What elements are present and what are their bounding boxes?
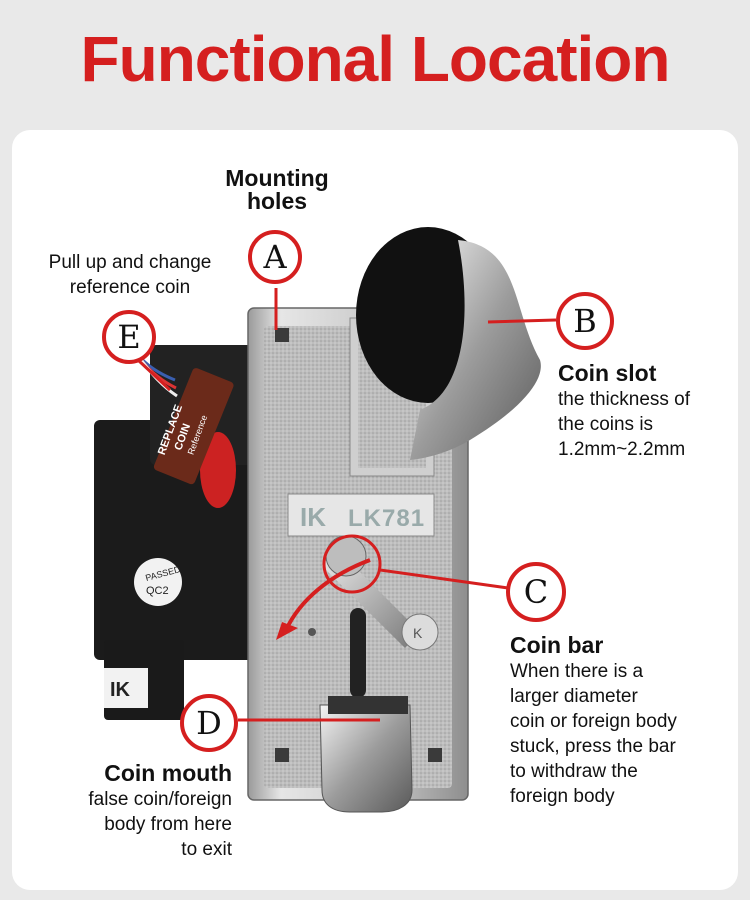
- model-number: LK781: [348, 505, 425, 532]
- mounting-holes-title-line-1: Mounting: [225, 165, 329, 191]
- coin-slot-desc-line-2: the coins is: [558, 414, 654, 435]
- reference-coin-note-line-2: reference coin: [69, 277, 191, 298]
- coin-mouth-callout: Coin mouth false coin/foreign body from …: [40, 760, 232, 862]
- leader-lines: [136, 288, 557, 722]
- arrow-head: [276, 622, 298, 640]
- mounting-holes-title-line-2: holes: [246, 188, 308, 214]
- plate-brand-mark: IK: [300, 502, 326, 532]
- black-body: REPLACE COIN Reference PASSED QC2 IK: [94, 329, 264, 720]
- coin-slot-title: Coin slot: [558, 360, 657, 386]
- coin-mouth-desc-line-1: false coin/foreign: [88, 789, 232, 810]
- coin-mouth: [319, 696, 413, 813]
- exit-arrow: [284, 558, 371, 631]
- callout-d-badge: D: [180, 694, 238, 752]
- coin-bar-desc-line-3: coin or foreign body: [510, 711, 677, 732]
- coin-mouth-desc-line-2: body from here: [104, 814, 232, 835]
- coin-slot-cup: [356, 227, 541, 460]
- coin-slot-desc-line-3: 1.2mm~2.2mm: [558, 439, 686, 460]
- reference-coin-note-line-1: Pull up and change: [48, 252, 212, 273]
- coin-bar-desc-line-1: When there is a: [510, 661, 644, 682]
- qc-sticker-code: QC2: [146, 585, 169, 597]
- coin-bar-desc-line-4: stuck, press the bar: [510, 736, 676, 757]
- coin-bar: K: [322, 535, 439, 651]
- coin-bar-desc-line-2: larger diameter: [510, 686, 638, 707]
- callout-a-badge: A: [248, 230, 302, 284]
- callout-e-badge: E: [102, 310, 156, 364]
- callout-c-badge: C: [506, 562, 566, 622]
- callout-b-badge: B: [556, 292, 614, 350]
- coin-bar-title: Coin bar: [510, 632, 604, 658]
- coin-bar-desc-line-6: foreign body: [510, 786, 615, 807]
- coin-mouth-title: Coin mouth: [104, 760, 232, 786]
- coin-slot-callout: Coin slot the thickness of the coins is …: [558, 360, 738, 462]
- mounting-holes-title: Mounting holes: [218, 167, 336, 213]
- coin-bar-callout: Coin bar When there is a larger diameter…: [510, 632, 740, 809]
- back-label-logo: IK: [110, 679, 131, 701]
- page-title: Functional Location: [80, 23, 671, 95]
- coin-bar-desc-line-5: to withdraw the: [510, 761, 638, 782]
- coin-slot-desc-line-1: the thickness of: [558, 389, 691, 410]
- svg-text:K: K: [413, 625, 423, 641]
- reference-coin-note: Pull up and change reference coin: [30, 250, 230, 300]
- coin-mouth-desc-line-3: to exit: [181, 839, 232, 860]
